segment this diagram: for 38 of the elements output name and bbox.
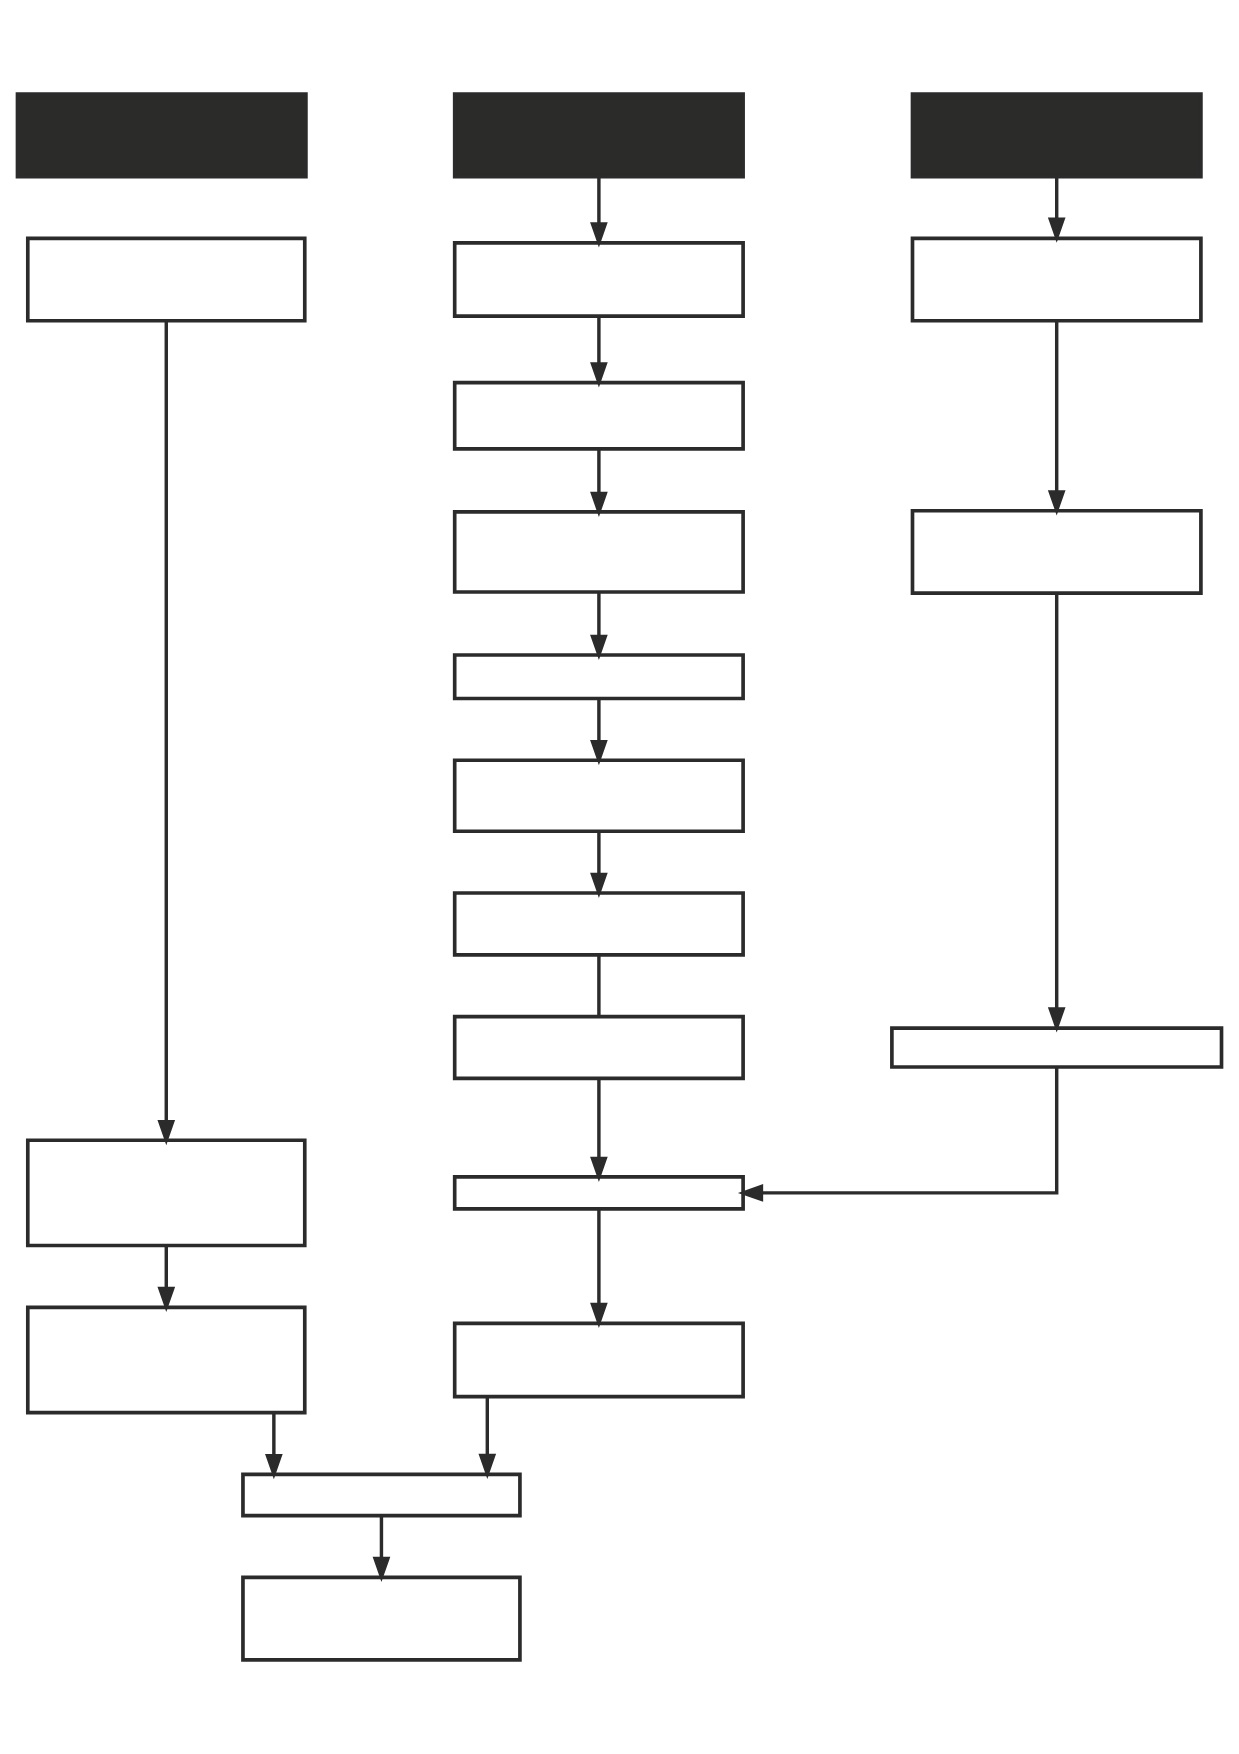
arrow [265, 1413, 283, 1480]
arrow [478, 1396, 497, 1479]
node-box [452, 92, 745, 179]
node-box [452, 891, 745, 957]
connector [597, 955, 601, 1016]
node-box [25, 1305, 307, 1415]
node-box [452, 1321, 745, 1399]
node-box [452, 1175, 745, 1211]
arrow [590, 1079, 608, 1182]
arrow [1047, 593, 1066, 1033]
node-box [15, 92, 308, 179]
arrow [590, 177, 608, 248]
node-box [910, 508, 1203, 595]
node-box [890, 1026, 1224, 1069]
arrow [590, 1209, 608, 1329]
node-box [25, 236, 307, 323]
node-box [452, 653, 745, 701]
node-box [452, 510, 745, 594]
node-box [452, 241, 745, 318]
arrow [157, 321, 176, 1146]
arrow [590, 592, 608, 660]
arrow [590, 316, 608, 388]
arrow [372, 1516, 391, 1583]
arrow [1047, 320, 1066, 516]
node-box [452, 758, 745, 834]
node-box [910, 92, 1203, 179]
arrow [157, 1245, 176, 1313]
arrow [590, 831, 608, 898]
node-box [452, 1014, 745, 1081]
arrow [590, 698, 608, 766]
node-box [241, 1575, 522, 1662]
node-box [25, 1138, 307, 1248]
node-box [241, 1472, 522, 1518]
node-box [452, 380, 745, 451]
node-box [910, 236, 1203, 323]
arrow [590, 449, 608, 518]
arrow [737, 1067, 1059, 1202]
arrow [1047, 177, 1066, 243]
